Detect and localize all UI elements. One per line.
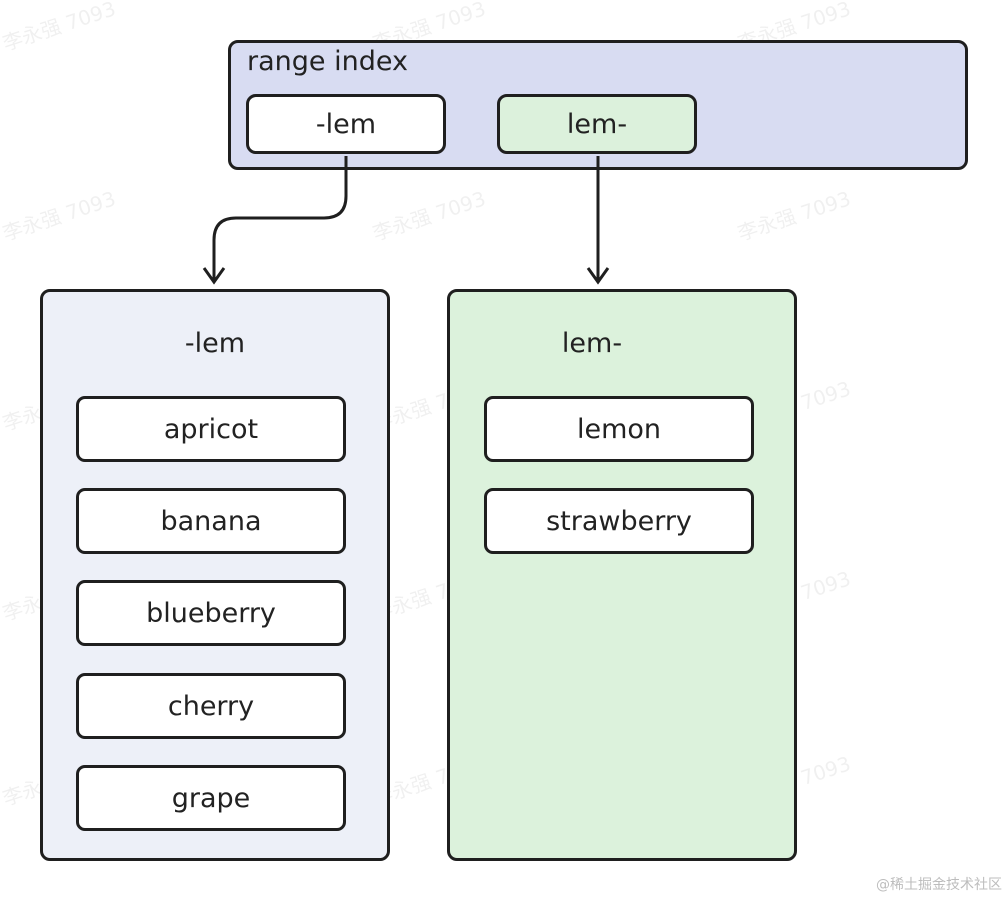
footer-credit: @稀土掘金技术社区 [876,877,1002,893]
list-item[interactable]: banana [76,488,346,554]
arrow-left [212,156,348,280]
list-item[interactable]: blueberry [76,580,346,646]
index-key-right[interactable]: lem- [497,94,697,154]
index-key-left[interactable]: -lem [246,94,446,154]
list-item[interactable]: lemon [484,396,754,462]
partition-right [447,289,797,861]
arrowhead-left [202,267,226,285]
partition-right-title: lem- [561,328,623,359]
range-index-title: range index [247,46,408,77]
arrowhead-right [586,267,610,285]
list-item[interactable]: apricot [76,396,346,462]
list-item[interactable]: grape [76,765,346,831]
list-item[interactable]: cherry [76,673,346,739]
list-item[interactable]: strawberry [484,488,754,554]
partition-left-title: -lem [184,328,246,359]
